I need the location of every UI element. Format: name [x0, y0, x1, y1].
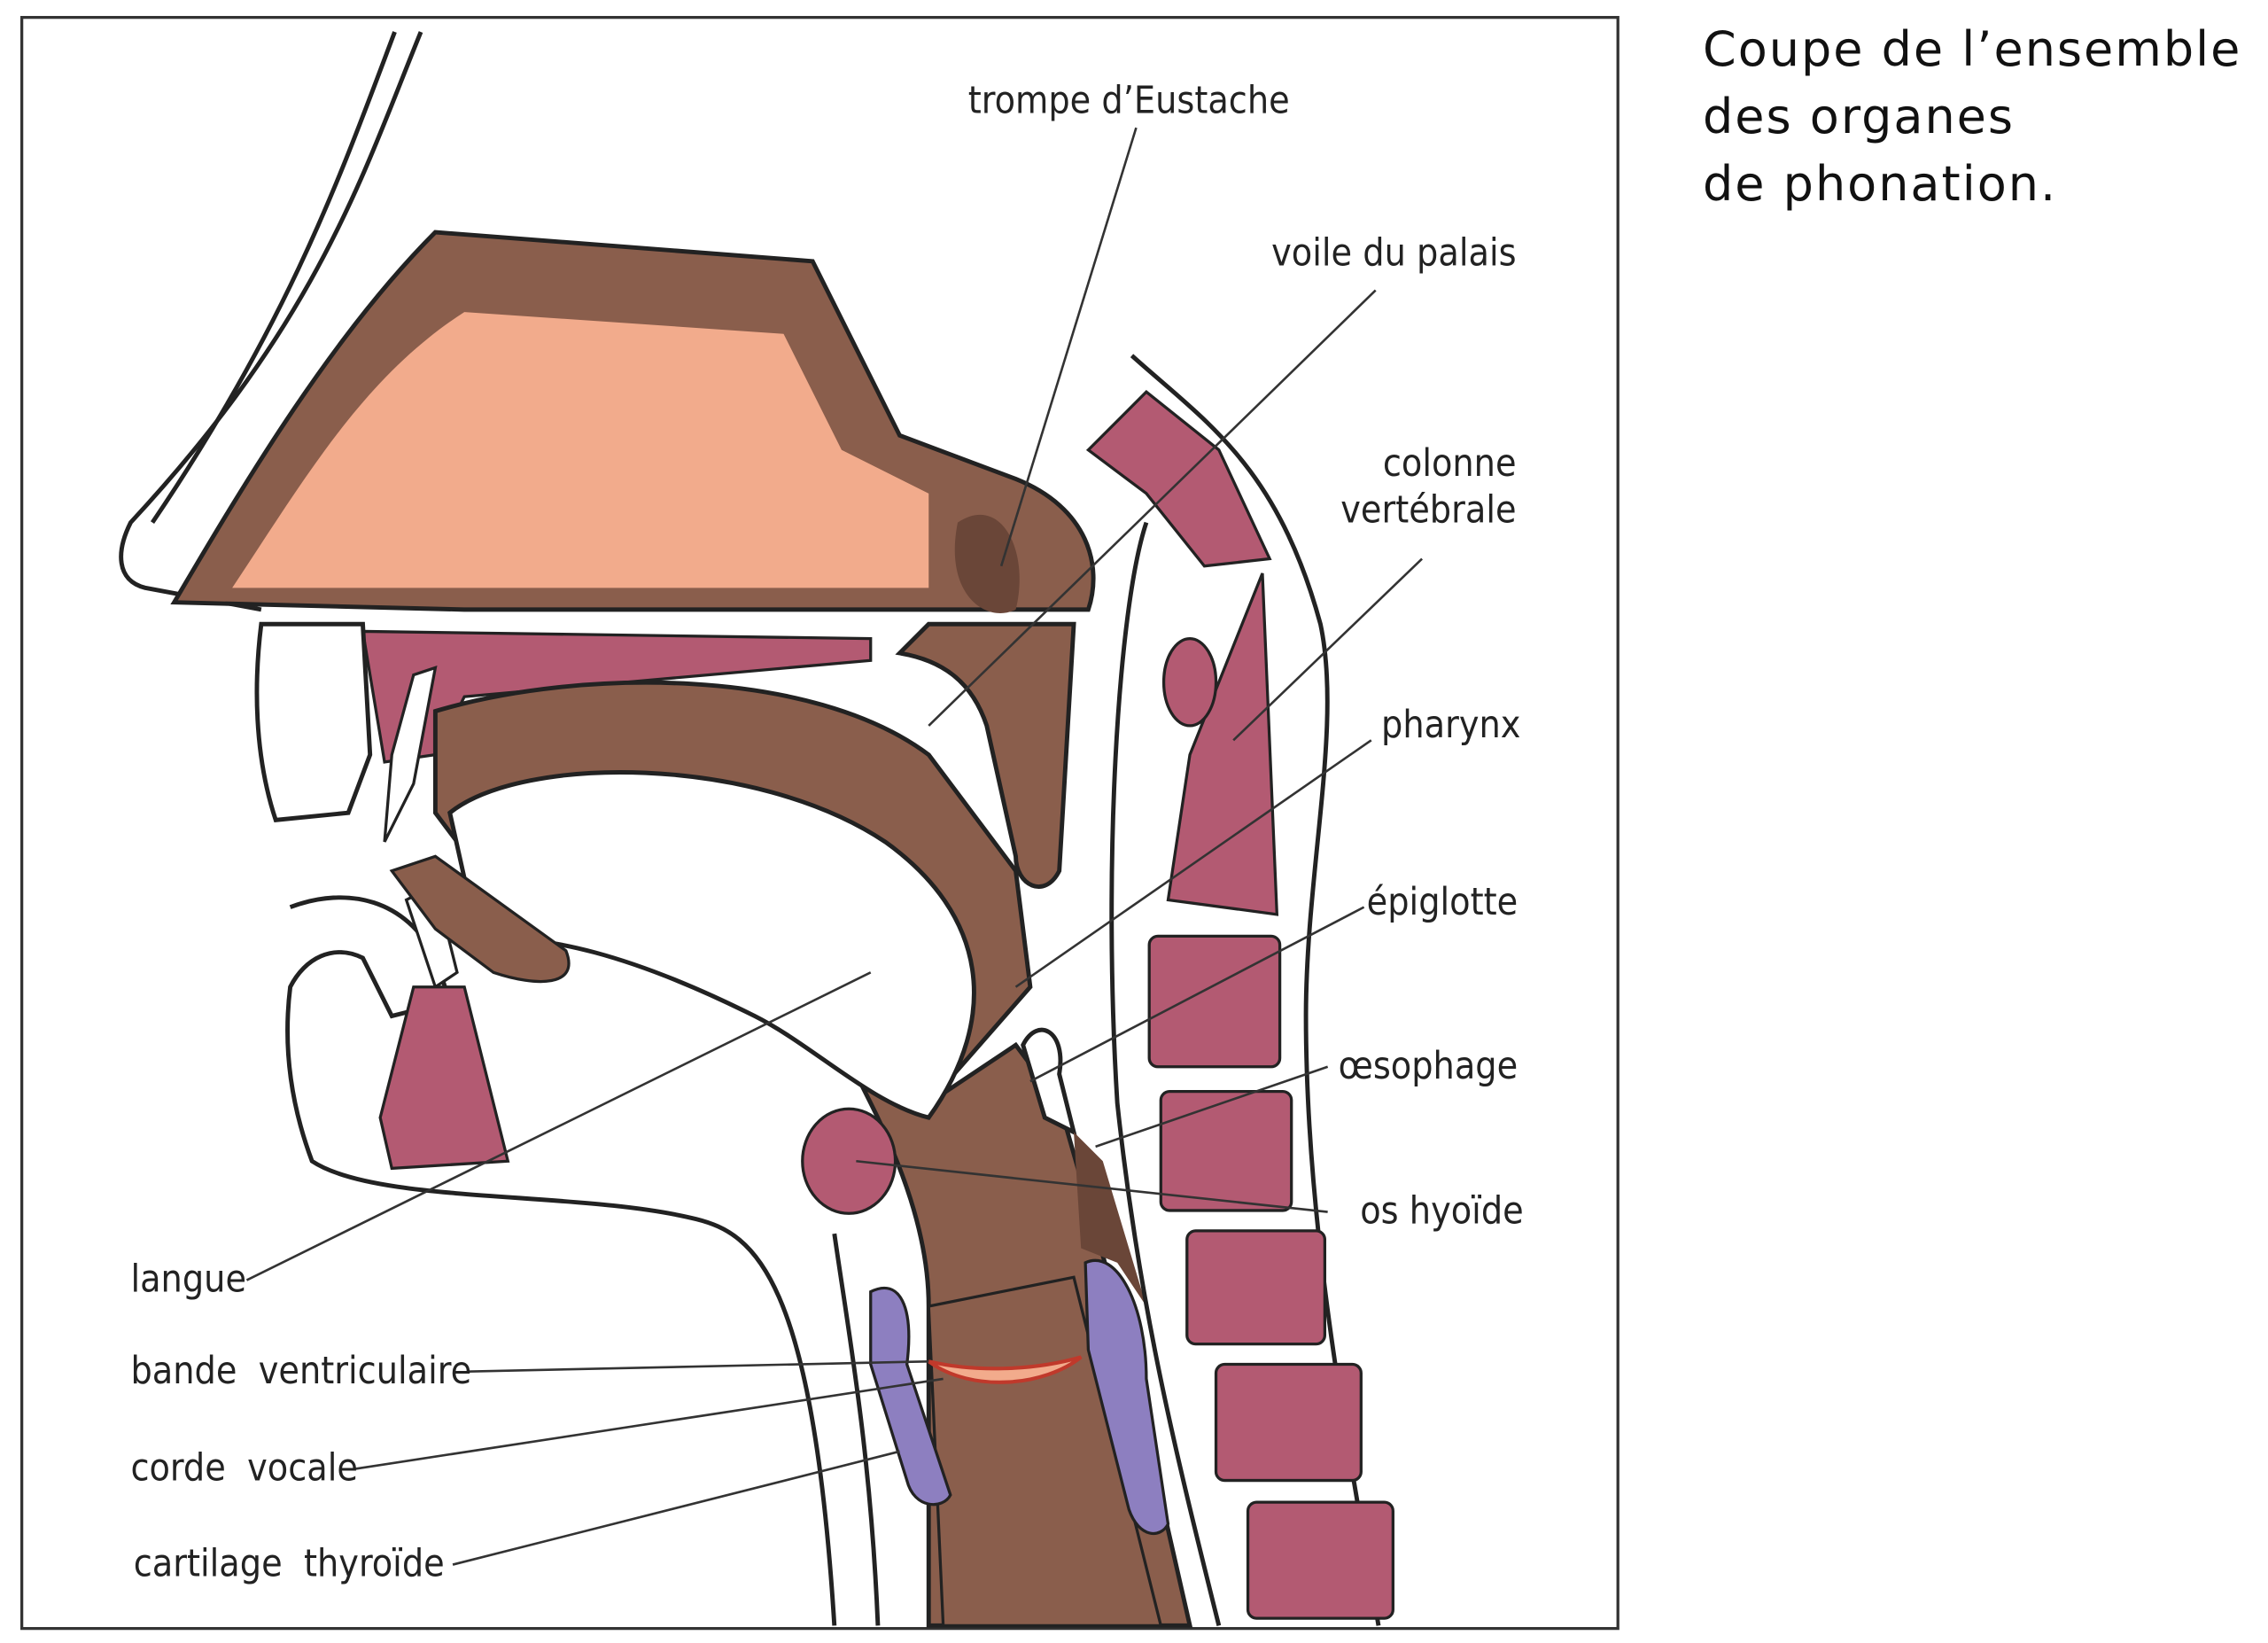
soft-palate [895, 621, 1076, 889]
cricoid-cartilage [1084, 1258, 1170, 1536]
eustachian-opening [954, 514, 1020, 613]
oesophagus [1074, 1132, 1146, 1307]
vertebra-c3 [1147, 934, 1282, 1069]
oral-cavity [447, 770, 976, 1120]
label-langue: langue [130, 1258, 246, 1302]
leader-hyoide [856, 1159, 1328, 1213]
vertebra-c6 [1214, 1362, 1363, 1483]
figure-caption: Coupe de l’ensemble des organes de phona… [1703, 16, 2241, 218]
label-hyoide: os hyoïde [1360, 1189, 1523, 1234]
nasal-mucosa [232, 312, 929, 588]
mandible [378, 985, 510, 1171]
leader-cartilage [452, 1450, 900, 1566]
leader-corde [355, 1377, 944, 1470]
vocal-folds [928, 1355, 1083, 1384]
label-colonne-2: vertébrale [1340, 488, 1516, 533]
leader-trompe [999, 127, 1138, 567]
tongue-tip [389, 854, 571, 984]
caption-line: de phonation. [1703, 156, 2058, 212]
vertebra-c2-dens [1161, 636, 1218, 728]
label-voile: voile du palais [1271, 231, 1516, 276]
leader-langue [245, 971, 872, 1281]
label-bande: bande ventriculaire [130, 1349, 471, 1393]
spine-front-outline [1109, 521, 1222, 1626]
caption-line: des organes [1703, 89, 2016, 144]
label-cartilage: cartilage thyroïde [134, 1542, 445, 1586]
leader-voile [928, 289, 1377, 727]
thyroid-cartilage [869, 1286, 952, 1507]
upper-lip [254, 621, 373, 823]
vertebra-c7 [1246, 1500, 1394, 1620]
vertebra-c1 [1085, 390, 1272, 568]
label-epiglotte: épiglotte [1367, 880, 1518, 924]
vertebra-c5 [1185, 1229, 1327, 1346]
caption-line: Coupe de l’ensemble [1703, 21, 2242, 77]
upper-tooth [383, 665, 438, 843]
leader-colonne [1232, 557, 1424, 742]
vertebrae [1085, 390, 1394, 1620]
label-colonne-1: colonne [1383, 441, 1517, 486]
larynx [927, 1275, 1163, 1627]
hard-palate [361, 629, 873, 764]
label-pharynx: pharynx [1381, 703, 1520, 747]
label-corde: corde vocale [130, 1446, 358, 1491]
leader-oesophage [1095, 1065, 1329, 1149]
leader-pharynx [1014, 739, 1372, 988]
label-oesophage: œsophage [1339, 1044, 1518, 1088]
epiglottis [1021, 1027, 1077, 1137]
label-trompe: trompe d’Eustache [968, 79, 1290, 123]
leader-epiglotte [1029, 906, 1365, 1083]
neck-front [832, 1233, 881, 1626]
nose-profile-inner [150, 31, 397, 524]
nose-profile [119, 31, 423, 612]
leader-bande [467, 1359, 929, 1374]
hyoid-bone [801, 1107, 897, 1215]
vertebra-c4 [1159, 1089, 1293, 1212]
